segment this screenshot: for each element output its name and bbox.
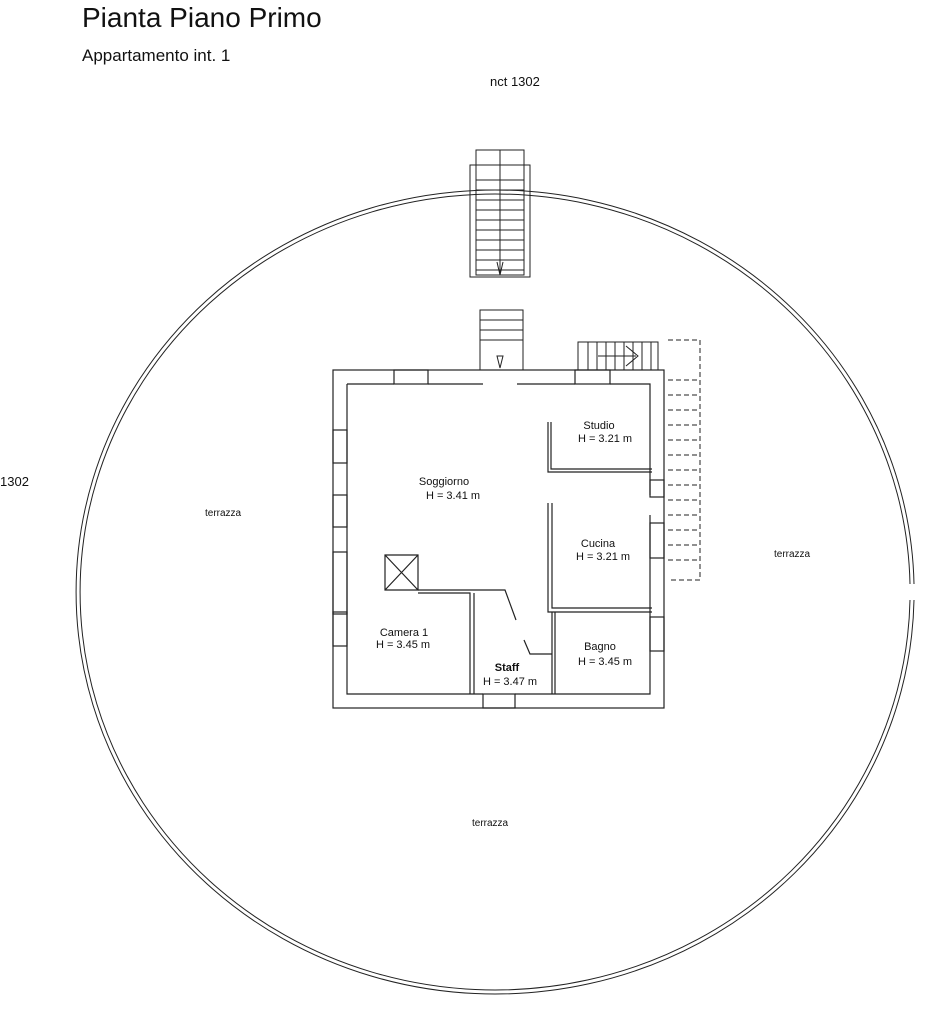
room-staff-name: Staff [495, 662, 520, 674]
plan-title: Pianta Piano Primo [82, 2, 322, 33]
building-walls [332, 369, 665, 709]
label-terrace-south: terrazza [472, 818, 509, 829]
terrace-boundary [75, 189, 915, 995]
east-staircase [577, 339, 701, 581]
room-soggiorno-name: Soggiorno [419, 476, 469, 488]
north-staircase [469, 149, 531, 278]
room-studio-name: Studio [583, 420, 614, 432]
label-west: 1302 [0, 474, 29, 489]
plan-subtitle: Appartamento int. 1 [82, 46, 231, 65]
room-cucina-name: Cucina [581, 538, 616, 550]
label-north: nct 1302 [490, 74, 540, 89]
room-staff-height: H = 3.47 m [483, 676, 537, 688]
room-camera1-height: H = 3.45 m [376, 639, 430, 651]
label-terrace-east: terrazza [774, 549, 811, 560]
room-camera1-name: Camera 1 [380, 627, 428, 639]
label-terrace-west: terrazza [205, 508, 242, 519]
room-studio-height: H = 3.21 m [578, 433, 632, 445]
room-bagno-name: Bagno [584, 641, 616, 653]
room-cucina-height: H = 3.21 m [576, 551, 630, 563]
room-bagno-height: H = 3.45 m [578, 656, 632, 668]
room-soggiorno-height: H = 3.41 m [426, 490, 480, 502]
entry-steps [479, 309, 524, 371]
